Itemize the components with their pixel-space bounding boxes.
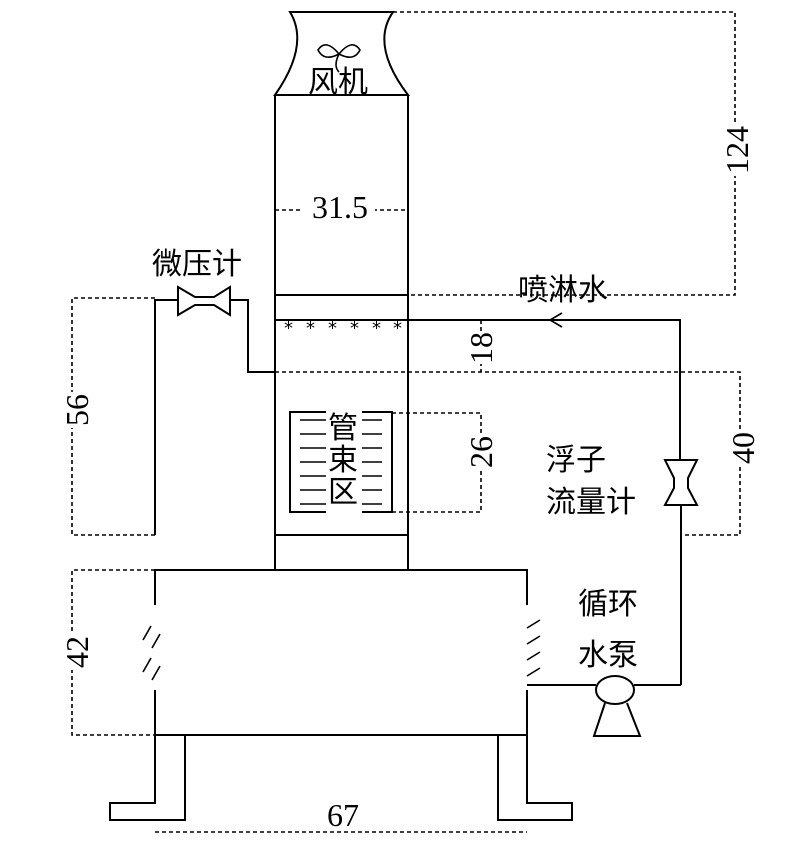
flow-arrow-icon (548, 312, 563, 328)
circulation-pump-label-2: 水泵 (578, 638, 638, 673)
dim-18-value: 18 (463, 332, 499, 364)
float-flowmeter (663, 459, 699, 685)
micro-pressure-gauge-label: 微压计 (152, 247, 242, 282)
dim-42-line (71, 569, 155, 736)
dim-26-value: 26 (463, 436, 499, 468)
spray-nozzles: * * * * * * (284, 318, 402, 339)
dim-42-value: 42 (59, 636, 95, 668)
support-legs (109, 735, 573, 821)
bundle-label-3: 区 (328, 475, 358, 510)
water-basin (142, 569, 541, 736)
bundle-label-1: 管 (328, 411, 358, 446)
dim-67-value: 67 (327, 797, 359, 833)
bundle-label-2: 束 (328, 443, 358, 478)
dim-31.5-value: 31.5 (312, 189, 368, 225)
fan-label: 风机 (308, 65, 368, 100)
svg-text:*: * (328, 318, 337, 339)
spray-water-label: 喷淋水 (518, 273, 608, 308)
float-flowmeter-label-2: 流量计 (546, 485, 636, 520)
dim-56-value: 56 (59, 394, 95, 426)
svg-text:*: * (372, 318, 381, 339)
dim-124-line (393, 11, 736, 296)
svg-text:*: * (284, 318, 293, 339)
svg-text:*: * (306, 318, 315, 339)
dim-40-value: 40 (725, 432, 761, 464)
circulation-pump (527, 675, 681, 737)
dim-26-line (392, 412, 482, 513)
bundle-label-bg (326, 410, 362, 514)
fan-icon (317, 44, 361, 73)
spray-water-pipe (408, 319, 681, 460)
circulation-pump-label-1: 循环 (578, 587, 638, 622)
dim-124-value: 124 (719, 126, 755, 174)
svg-text:*: * (350, 318, 359, 339)
float-flowmeter-label-1: 浮子 (546, 443, 606, 478)
svg-text:*: * (393, 318, 402, 339)
micro-pressure-gauge (154, 285, 275, 535)
